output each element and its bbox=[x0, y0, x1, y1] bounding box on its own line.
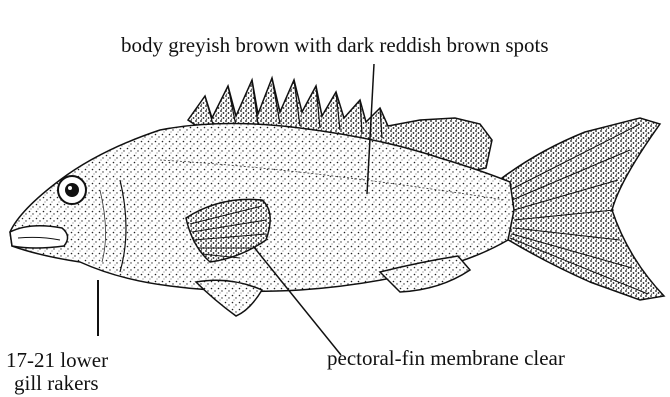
pelvic-fin bbox=[196, 280, 262, 316]
tail-fin bbox=[502, 118, 664, 300]
label-body-color: body greyish brown with dark reddish bro… bbox=[121, 35, 549, 56]
eye-icon bbox=[58, 176, 86, 204]
label-pectoral-fin: pectoral-fin membrane clear bbox=[327, 348, 565, 369]
label-gill-rakers-line2: gill rakers bbox=[14, 373, 99, 394]
label-gill-rakers-line1: 17-21 lower bbox=[6, 350, 108, 371]
